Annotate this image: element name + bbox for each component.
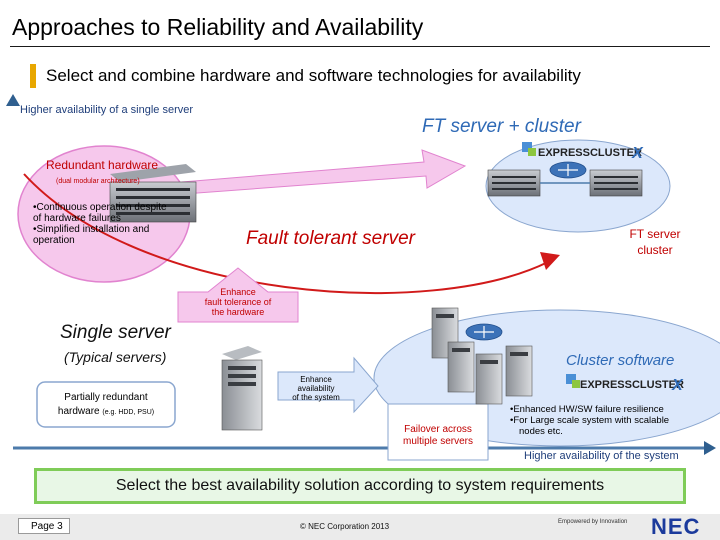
red-arrowhead [540, 252, 560, 270]
copyright: © NEC Corporation 2013 [300, 522, 390, 531]
partially-redundant-label: Partially redundant hardware (e.g. HDD, … [37, 391, 175, 420]
rack-server-icon [109, 164, 197, 223]
availability-diagram: EXPRESSCLUSTER X EXPRESSCLUSTER X [6, 94, 720, 461]
network-switch-icon-cluster [465, 323, 503, 341]
redundant-hardware-bullets: •Continuous operation despite of hardwar… [33, 202, 167, 246]
ft-server-cluster-line: FT server [629, 227, 681, 241]
bullet-line: nodes etc. [519, 426, 563, 437]
enhance-hardware-line: the hardware [211, 307, 265, 317]
page-title: Approaches to Reliability and Availabili… [12, 14, 424, 40]
enhance-system-line: availability [297, 384, 335, 393]
single-server-title: Single server [60, 322, 171, 343]
bullet-line: •Simplified installation and [33, 224, 150, 235]
partially-redundant-note: (e.g. HDD, PSU) [102, 409, 155, 416]
bullet-line: •For Large scale system with scalable [510, 415, 670, 426]
expresscluster-label-cluster: EXPRESSCLUSTER [580, 379, 684, 391]
failover-box [387, 403, 489, 461]
failover-label: Failover across multiple servers [388, 424, 488, 448]
partially-redundant-box [36, 381, 176, 428]
ft-server-cluster-line: cluster [637, 243, 673, 257]
cluster-tower-icons [431, 307, 533, 405]
bullet-line: •Continuous operation despite [33, 202, 167, 213]
footer [0, 514, 720, 540]
y-axis-arrowhead [6, 94, 20, 106]
subtitle: Select and combine hardware and software… [46, 66, 581, 85]
single-server-subtitle: (Typical servers) [64, 349, 167, 365]
expresscluster-logo-cluster: EXPRESSCLUSTER X [566, 374, 684, 394]
enhance-system-line: of the system [292, 393, 340, 402]
x-axis-arrowhead [704, 441, 716, 455]
expresscluster-label-top: EXPRESSCLUSTER [538, 147, 642, 159]
page-number: Page 3 [18, 518, 70, 534]
recommendation-banner: Select the best availability solution ac… [34, 468, 686, 504]
pink-block-arrow [181, 149, 467, 195]
enhance-hardware-line: fault tolerance of [204, 297, 272, 307]
ft-cluster-title: FT server + cluster [422, 116, 581, 137]
network-switch-icon-top [549, 161, 587, 179]
bullet-line: operation [33, 235, 75, 246]
enhance-hardware-label: Enhance fault tolerance of the hardware [178, 287, 298, 317]
fault-tolerant-server-label: Fault tolerant server [246, 228, 415, 249]
cluster-software-bullets: •Enhanced HW/SW failure resilience •For … [510, 404, 669, 437]
subtitle-accent-bar [30, 64, 36, 88]
tower-server-icon [221, 346, 263, 431]
ft-cluster-ellipse [485, 139, 671, 233]
failover-line: multiple servers [402, 436, 474, 447]
enhance-system-label: Enhance availability of the system [278, 375, 354, 402]
enhance-system-line: Enhance [300, 375, 332, 384]
partially-redundant-line: hardware [57, 406, 100, 417]
tagline: Empowered by Innovation [558, 519, 628, 525]
failover-line: Failover across [404, 424, 472, 435]
expresscluster-x-cluster: X [671, 377, 684, 394]
enhance-system-arrow [277, 356, 379, 414]
ft-cluster-server-icons [487, 169, 643, 197]
partially-redundant-line: Partially redundant [64, 392, 148, 403]
ft-server-cluster-label: FT server cluster [614, 226, 696, 258]
nec-logo: NEC [651, 514, 701, 539]
expresscluster-x-top: X [631, 145, 644, 162]
title-divider [10, 46, 710, 47]
redundant-hardware-subtitle: (dual modular architecture) [56, 178, 140, 185]
bullet-line: of hardware failures [33, 213, 121, 224]
y-axis-label: Higher availability of a single server [20, 104, 194, 116]
expresscluster-logo-top: EXPRESSCLUSTER X [522, 142, 644, 162]
enhance-hardware-arrow [177, 267, 299, 323]
redundant-hardware-title: Redundant hardware [46, 158, 159, 172]
bullet-line: •Enhanced HW/SW failure resilience [510, 404, 664, 415]
enhance-hardware-line: Enhance [220, 287, 256, 297]
x-axis-label: Higher availability of the system [524, 450, 679, 462]
red-curved-arrow [23, 173, 549, 295]
cluster-software-title: Cluster software [566, 352, 675, 369]
